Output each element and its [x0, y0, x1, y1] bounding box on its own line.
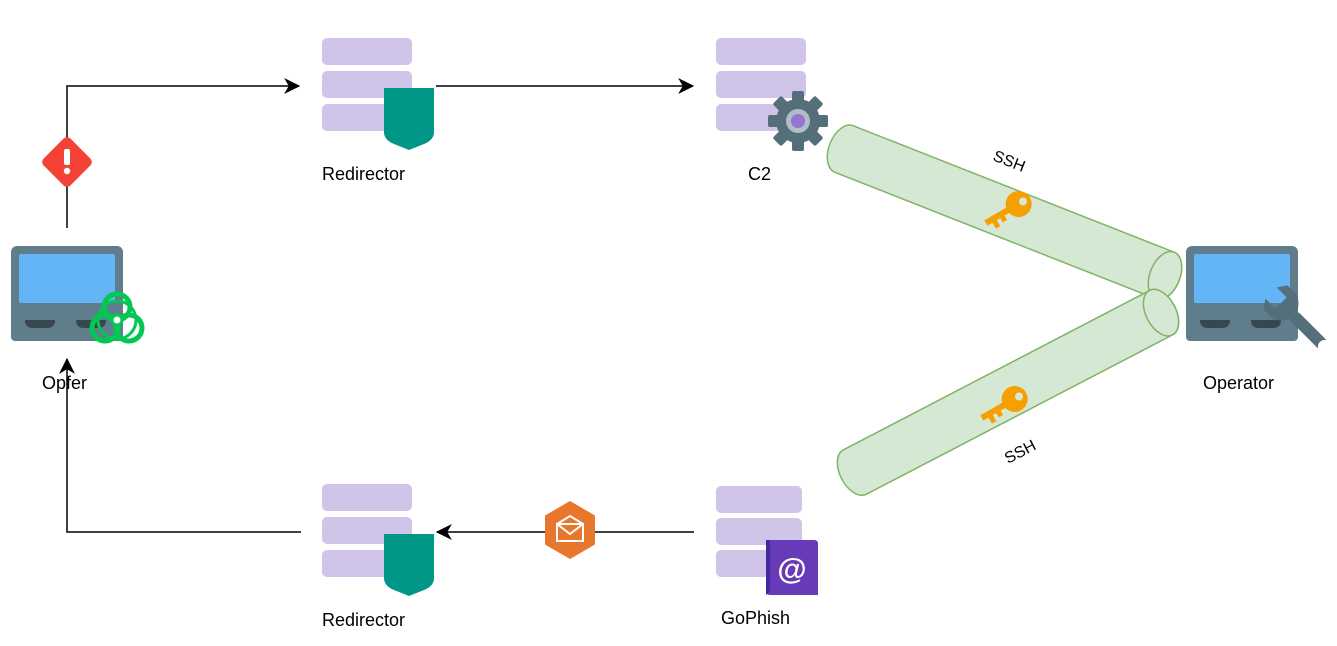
node-label-c2: C2	[748, 164, 772, 184]
edge-redirector-bottom-to-victim	[59, 357, 301, 533]
node-label-operator: Operator	[1203, 373, 1275, 393]
key-icon	[980, 386, 1028, 424]
email-at-icon: @	[766, 540, 818, 595]
gear-icon	[768, 91, 828, 151]
node-label-victim: Opfer	[42, 373, 88, 393]
node-label-gophish: GoPhish	[721, 608, 791, 628]
ssh-label-top: SSH	[991, 148, 1028, 176]
wrench-icon	[1263, 285, 1332, 354]
shield-icon	[384, 88, 434, 150]
ssh-label-bottom: SSH	[1002, 437, 1039, 467]
operator-laptop-icon	[1186, 246, 1298, 341]
node-label-redirector-bottom: Redirector	[322, 610, 406, 630]
biohazard-icon	[89, 291, 145, 344]
shield-icon	[384, 534, 434, 596]
victim-laptop-icon	[11, 246, 123, 341]
svg-text:@: @	[777, 553, 806, 586]
edge-victim-to-redirector-top	[66, 78, 301, 228]
key-icon	[984, 191, 1032, 229]
mail-icon	[545, 501, 595, 559]
alert-icon	[42, 137, 92, 187]
node-label-redirector-top: Redirector	[322, 164, 406, 184]
